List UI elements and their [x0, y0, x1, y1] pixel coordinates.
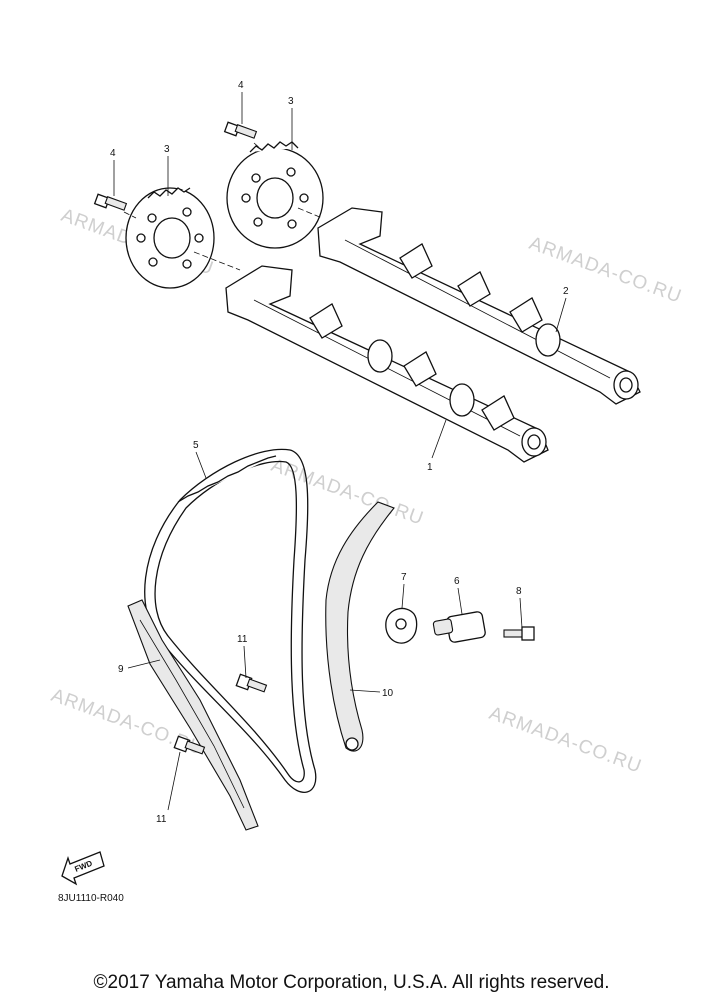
callout-9: 9	[118, 664, 124, 675]
callout-numbers: 1 2 3 3 4 4 5 6 7 8 9 10 11 11	[110, 80, 569, 825]
watermarks: ARMADA-CO.RU ARMADA-CO.RU ARMADA-CO.RU A…	[48, 205, 684, 778]
leader-lines	[113, 92, 567, 811]
forward-arrow-icon: FWD	[61, 851, 105, 886]
callout-6: 6	[454, 576, 460, 587]
callout-5: 5	[193, 440, 199, 451]
callout-11-upper: 11	[237, 634, 248, 645]
sprocket-bolt-upper	[223, 121, 258, 139]
callout-4-lower: 4	[110, 148, 116, 159]
alignment-line	[297, 207, 323, 219]
alignment-line	[193, 251, 241, 271]
callout-11-lower: 11	[156, 814, 167, 825]
callout-2: 2	[563, 286, 569, 297]
cam-sprocket-exhaust	[226, 141, 324, 249]
callout-3-lower: 3	[164, 144, 170, 155]
callout-3-upper: 3	[288, 96, 294, 107]
watermark-text: ARMADA-CO.RU	[526, 233, 684, 308]
alignment-line	[123, 211, 137, 219]
guide-bolt-upper	[235, 673, 268, 693]
guide-bolt-lower	[173, 735, 206, 755]
camshaft-exhaust	[317, 207, 641, 405]
cam-sprocket-intake	[125, 187, 215, 289]
copyright-notice: ©2017 Yamaha Motor Corporation, U.S.A. A…	[93, 972, 610, 993]
diagram-code: 8JU1110-R040	[58, 893, 124, 904]
tensioner-bolt	[503, 626, 535, 641]
callout-4-upper: 4	[238, 80, 244, 91]
camshaft-intake	[225, 265, 549, 463]
callout-1: 1	[427, 462, 433, 473]
chain-guide-front	[127, 599, 259, 831]
callout-7: 7	[401, 572, 407, 583]
chain-tensioner-guide	[325, 501, 395, 752]
cam-chain-tensioner	[432, 611, 486, 643]
callout-8: 8	[516, 586, 522, 597]
tensioner-gasket	[385, 607, 418, 644]
watermark-text: ARMADA-CO.RU	[268, 455, 426, 530]
watermark-text: ARMADA-CO.RU	[486, 703, 644, 778]
sprocket-bolt-lower	[93, 193, 128, 211]
callout-10: 10	[382, 688, 394, 699]
alignment-line	[253, 142, 263, 151]
